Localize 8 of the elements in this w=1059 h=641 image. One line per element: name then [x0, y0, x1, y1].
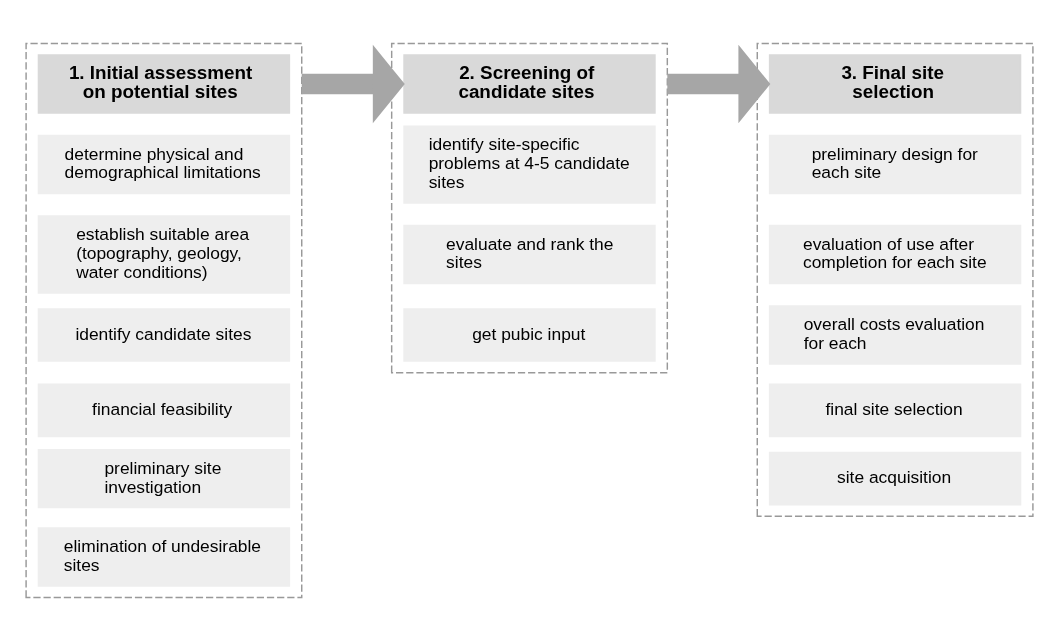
arrow — [667, 44, 771, 124]
cluster — [25, 42, 303, 599]
node-box: 1. Initial assessment on potential sites — [37, 54, 291, 114]
node-box: 3. Final site selection — [768, 54, 1022, 114]
node-box: 2. Screening of candidate sites — [403, 54, 656, 114]
cluster — [390, 42, 669, 374]
cluster — [756, 42, 1034, 518]
arrow — [301, 44, 405, 124]
